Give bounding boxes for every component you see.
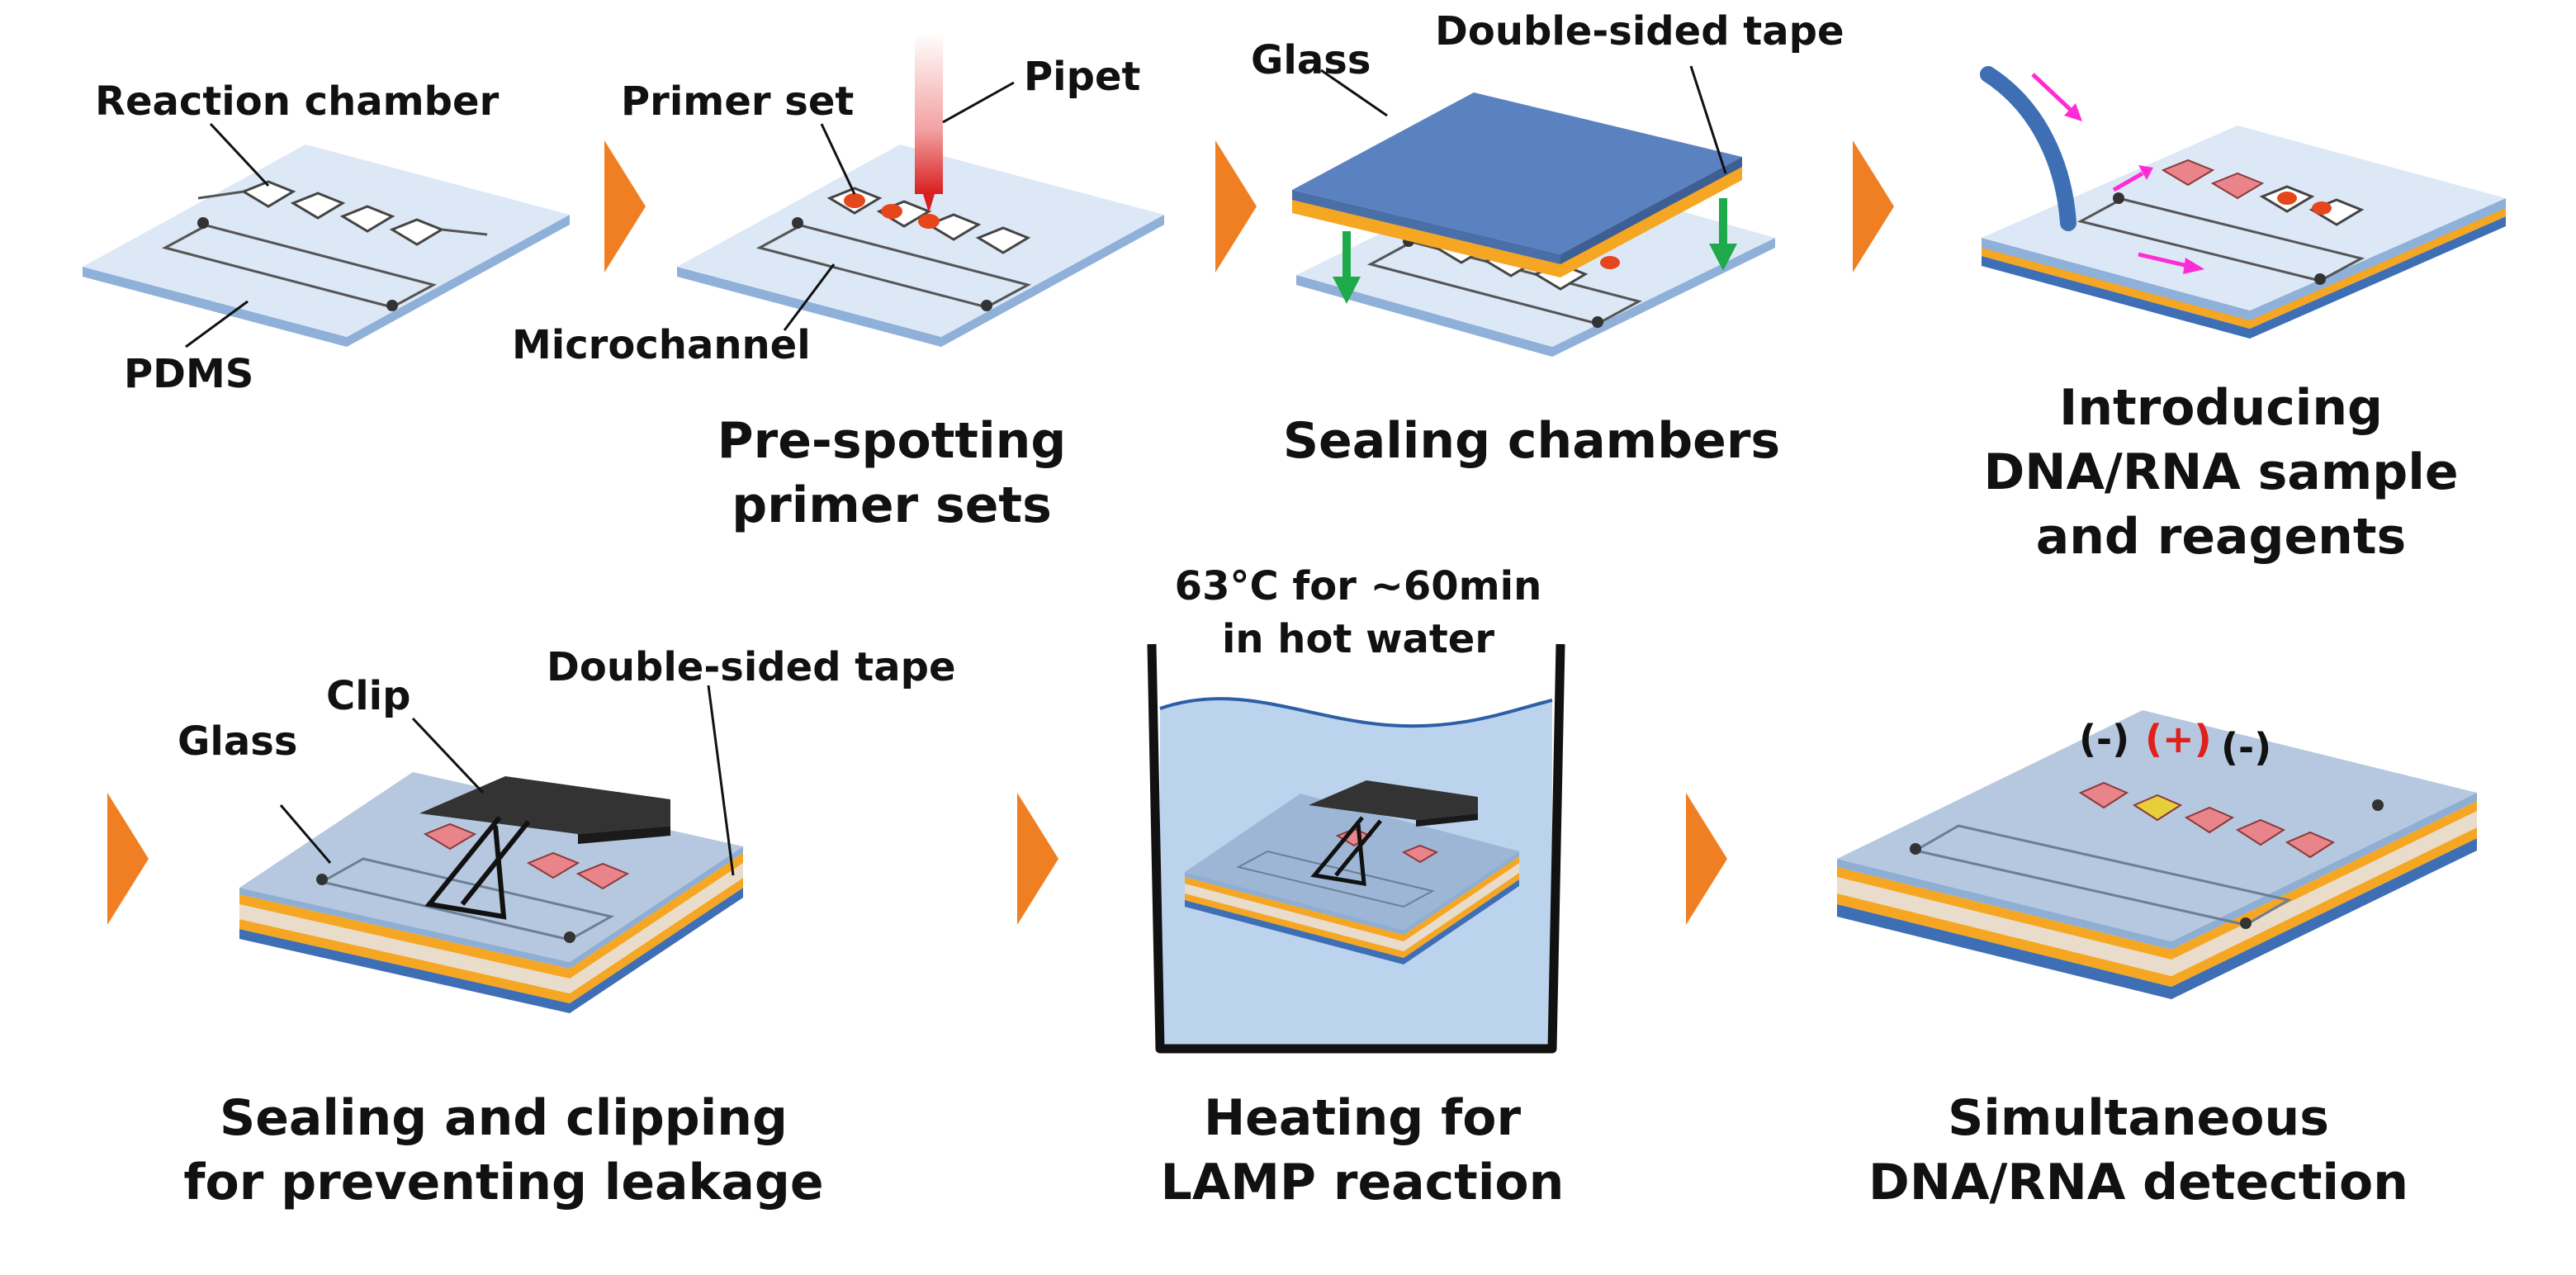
caption-heating: Heating for LAMP reaction: [1106, 1086, 1618, 1215]
label-microchannel: Microchannel: [512, 322, 811, 368]
leader-reaction-chamber: [209, 122, 270, 187]
step-arrow-6: [1686, 793, 1727, 925]
label-pdms: PDMS: [124, 351, 254, 397]
caption-pre-spotting-line2: primer sets: [732, 476, 1052, 534]
label-clip: Clip: [326, 673, 411, 719]
caption-introducing-line1: Introducing: [2059, 379, 2383, 437]
caption-sealing-clipping: Sealing and clipping for preventing leak…: [157, 1086, 850, 1215]
caption-sealing-clipping-line2: for preventing leakage: [183, 1154, 824, 1211]
caption-introducing: Introducing DNA/RNA sample and reagents: [1924, 376, 2518, 569]
leader-pipet: [942, 81, 1015, 124]
heating-note-line1: 63°C for ~60min: [1174, 563, 1542, 609]
label-glass-5: Glass: [178, 718, 298, 765]
caption-heating-line2: LAMP reaction: [1160, 1154, 1565, 1211]
caption-detection: Simultaneous DNA/RNA detection: [1816, 1086, 2460, 1215]
pipet: [915, 33, 943, 213]
green-press-arrow-right: [1709, 198, 1737, 271]
green-press-arrow-left: [1333, 231, 1361, 304]
step-arrow-5: [1017, 793, 1058, 925]
caption-introducing-line2: DNA/RNA sample: [1983, 443, 2459, 501]
leader-clip: [411, 717, 485, 794]
stacked-chip-7: [1837, 710, 2477, 999]
heating-note-line2: in hot water: [1221, 616, 1495, 662]
caption-pre-spotting: Pre-spotting primer sets: [661, 409, 1123, 538]
injection-tube: [1980, 66, 2076, 231]
leader-microchannel: [783, 263, 836, 331]
step-arrow-3: [1853, 140, 1894, 273]
label-double-sided-tape: Double-sided tape: [1435, 8, 1844, 55]
leader-glass: [1320, 69, 1388, 117]
flow-arrow-2: [2112, 165, 2153, 192]
pdms-chip-2: [677, 145, 1164, 347]
caption-heating-line1: Heating for: [1203, 1089, 1522, 1147]
stacked-chip-6: [1185, 794, 1519, 965]
flow-arrow-1: [2031, 73, 2082, 121]
label-reaction-chamber: Reaction chamber: [95, 78, 500, 125]
caption-introducing-line3: and reagents: [2035, 508, 2407, 566]
sealed-chip-4: [1982, 126, 2506, 339]
flow-arrow-3: [2138, 252, 2204, 274]
caption-detection-line2: DNA/RNA detection: [1868, 1154, 2408, 1211]
glass-with-tape: [1292, 92, 1742, 277]
caption-sealing-chambers: Sealing chambers: [1282, 412, 1781, 470]
heating-note: 63°C for ~60min in hot water: [1148, 560, 1569, 666]
leader-tape-5: [707, 685, 735, 876]
caption-detection-line1: Simultaneous: [1948, 1089, 2329, 1147]
binder-clip-6: [1309, 780, 1478, 887]
step-arrow-4: [107, 793, 149, 925]
pdms-chip-1: [83, 145, 570, 347]
leader-glass-5: [279, 804, 332, 864]
leader-tape: [1689, 65, 1727, 174]
step-arrow-1: [604, 140, 646, 273]
sign-positive: (+): [2145, 717, 2212, 761]
label-double-sided-tape-5: Double-sided tape: [547, 644, 956, 690]
caption-pre-spotting-line1: Pre-spotting: [717, 412, 1067, 470]
sign-negative-2: (-): [2221, 725, 2272, 770]
label-pipet: Pipet: [1024, 54, 1141, 100]
leader-primer-set: [820, 123, 856, 195]
label-glass: Glass: [1251, 37, 1371, 83]
label-primer-set: Primer set: [621, 78, 855, 125]
step-arrow-2: [1215, 140, 1257, 273]
caption-sealing-clipping-line1: Sealing and clipping: [220, 1089, 788, 1147]
leader-pdms: [185, 300, 249, 348]
sign-negative-1: (-): [2079, 717, 2130, 761]
